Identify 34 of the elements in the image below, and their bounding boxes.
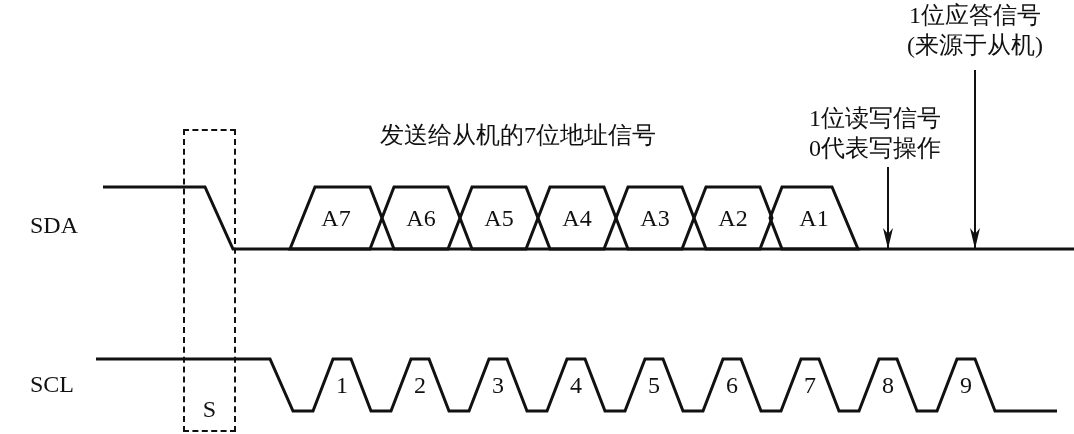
bit-label: A4 [561,206,593,230]
clock-pulse-number: 7 [804,373,816,397]
data-bit-cell [616,187,694,249]
start-condition-box [183,129,236,432]
annotation-text: 1位应答信号 [908,1,1042,30]
bit-label: A5 [483,206,515,230]
bit-label: A1 [798,206,830,230]
heading-text: 发送给从机的7位地址信号 [380,123,656,147]
clock-pulse-number: 2 [414,373,426,397]
data-bit-cell [290,187,382,249]
bit-label: A7 [320,206,352,230]
annotation-text: (来源于从机) [906,31,1044,60]
clock-pulse-number: 9 [960,373,972,397]
clock-pulse-number: 4 [570,373,582,397]
annotation-text: 1位读写信号 [808,104,942,133]
data-bit-cell [694,187,772,249]
clock-pulse-number: 6 [726,373,738,397]
bit-label: A6 [405,206,437,230]
leader-arrow [883,166,893,250]
signal-name: SDA [30,213,78,237]
data-bit-cell [382,187,460,249]
bit-label: A3 [639,206,671,230]
clock-pulse-number: 8 [882,373,894,397]
clock-pulse-number: 3 [492,373,504,397]
start-label: S [201,397,218,421]
bit-label: A2 [717,206,749,230]
clock-pulse-number: 5 [648,373,660,397]
leader-arrow [970,69,980,250]
clock-pulse-number: 1 [336,373,348,397]
data-bit-cell [460,187,538,249]
annotation-text: 0代表写操作 [808,134,942,163]
data-bit-cell [770,187,858,249]
data-bit-cell [538,187,616,249]
signal-name: SCL [30,372,74,396]
